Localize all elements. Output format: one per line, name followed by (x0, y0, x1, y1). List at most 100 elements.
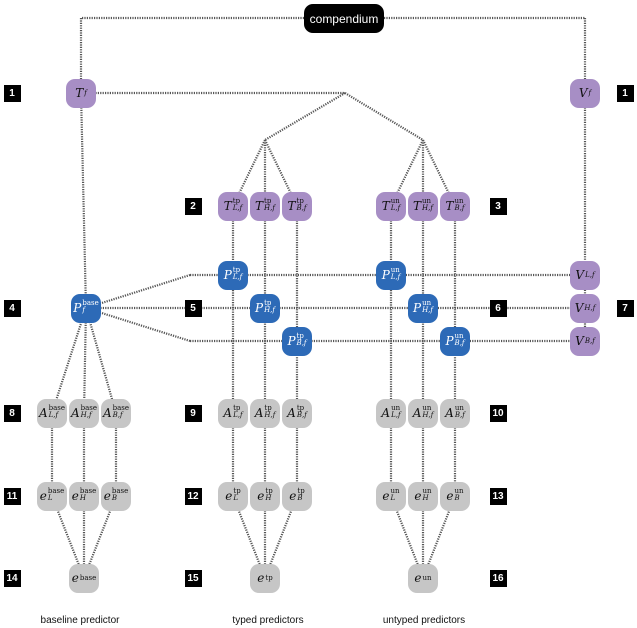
node-symbol: P (255, 301, 264, 315)
node-subscript: B,f (296, 204, 307, 212)
node-subscript: B,f (112, 411, 123, 419)
node-superscript: base (111, 487, 129, 495)
node-superscript: tp (265, 574, 273, 582)
step-badge-3: 3 (489, 197, 507, 215)
edge-Pbase-AbL (50, 307, 88, 414)
step-badge-2: 2 (184, 197, 202, 215)
node-symbol: e (103, 489, 111, 503)
node-subscript: H (265, 494, 272, 502)
node-subscript: B,f (454, 339, 465, 347)
node-superscript: tp (297, 487, 305, 495)
node-symbol: V (574, 301, 584, 315)
node-symbol: e (289, 489, 297, 503)
node-subscript: L,f (390, 204, 401, 212)
node-symbol: A (70, 406, 80, 420)
node-symbol: P (287, 334, 296, 348)
node-subscript: L (233, 494, 239, 502)
node-superscript: base (80, 404, 98, 412)
node-symbol: e (257, 489, 265, 503)
node-superscript: tp (296, 197, 304, 205)
node-subscript: H,f (422, 306, 433, 314)
node-symbol: e (382, 489, 390, 503)
step-badge-5: 5 (184, 299, 202, 317)
node-subscript: B,f (454, 411, 465, 419)
node-superscript: un (390, 266, 400, 274)
node-subscript: H,f (264, 411, 276, 419)
node-superscript: base (48, 404, 66, 412)
node-symbol: T (381, 199, 390, 213)
node-superscript: tp (232, 197, 241, 205)
node-symbol: A (412, 406, 422, 420)
edge-Pbase-AbH (82, 307, 88, 414)
node-symbol: A (38, 406, 48, 420)
node-symbol: V (575, 268, 585, 282)
node-subscript: B,f (296, 339, 307, 347)
node-subscript: H,f (264, 204, 275, 212)
step-badge-14: 14 (3, 569, 21, 587)
node-subscript: B,f (454, 204, 465, 212)
caption-untyped: untyped predictors (382, 615, 466, 626)
step-badge-9: 9 (184, 404, 202, 422)
node-symbol: P (223, 268, 232, 282)
node-subscript: H (422, 494, 429, 502)
node-symbol: T (223, 199, 232, 213)
node-symbol: T (255, 199, 264, 213)
compendium-node[interactable]: compendium (304, 4, 384, 33)
step-badge-1: 1 (616, 84, 634, 102)
node-superscript: base (79, 574, 97, 582)
node-symbol: e (257, 571, 265, 585)
node-superscript: un (454, 404, 464, 412)
node-superscript: tp (264, 299, 272, 307)
node-superscript: tp (264, 404, 272, 412)
node-symbol: e (39, 489, 47, 503)
node-symbol: P (445, 334, 454, 348)
